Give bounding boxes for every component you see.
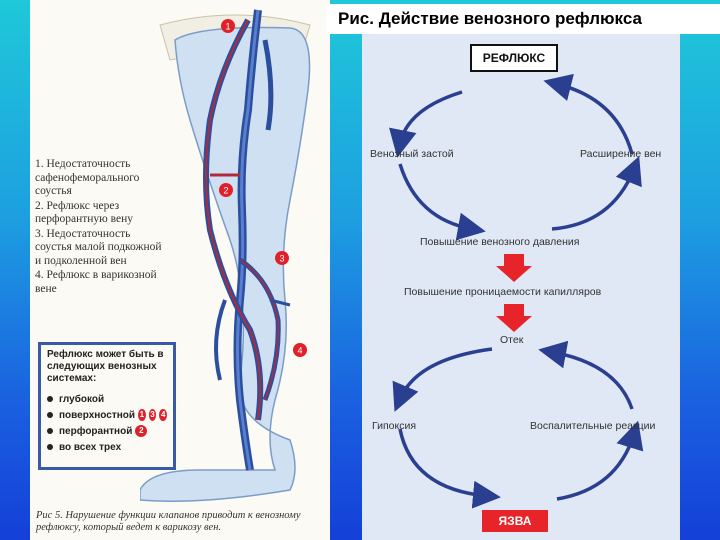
marker-3: 3 [148,409,157,421]
reflux-item-all: во всех трех [47,439,167,455]
cycle-diagram [389,73,644,509]
label-venous-stasis: Венозный застой [370,148,454,160]
leg-illustration: 1 2 3 4 [140,9,311,502]
legend-item-3: 3. Недостаточность соустья малой подкожн… [35,227,162,267]
bullet-icon [47,444,53,450]
figure-caption: Рис 5. Нарушение функции клапанов привод… [36,510,301,533]
leg-marker-3: 3 [275,251,289,265]
cycle-arrow-top-left [389,90,463,158]
leg-marker-1: 1 [221,19,235,33]
bullet-icon [47,396,53,402]
leg-marker-2: 2 [219,183,233,197]
lower-arrow-top-left [392,347,493,412]
label-vein-dilation: Расширение вен [580,148,662,160]
lower-arrow-top-right [538,340,634,410]
svg-text:2: 2 [223,186,228,196]
label-permeability: Повышение проницаемости капилляров [404,286,602,298]
leg-marker-4: 4 [293,343,307,357]
reflux-item-deep: глубокой [47,391,167,407]
bullet-icon [47,412,53,418]
lower-arrow-bottom-right [556,420,644,501]
reflux-item-superficial: поверхностной 1 3 4 [47,407,168,423]
cycle-arrow-bottom-right [551,156,642,231]
legend-item-4: 4. Рефлюкс в варикозной вене [35,269,157,295]
label-edema: Отек [500,334,524,346]
legend-item-2: 2. Рефлюкс через перфорантную вену [35,199,133,226]
slide-title: Рис. Действие венозного рефлюкса [326,4,720,34]
svg-text:4: 4 [297,346,302,356]
cycle-arrow-top-right [543,73,634,155]
down-arrow-2 [496,304,532,332]
reflux-box-header: Рефлюкс может быть в следующих венозных … [47,349,164,384]
label-pressure-rise: Повышение венозного давления [420,236,580,248]
reflux-box: РЕФЛЮКС [470,44,558,72]
legend-list: 1. Недостаточность сафенофеморального со… [35,158,165,297]
svg-text:1: 1 [225,22,230,32]
ulcer-box: ЯЗВА [482,510,548,532]
bullet-icon [47,428,53,434]
legend-item-1: 1. Недостаточность сафенофеморального со… [35,158,140,197]
lower-arrow-bottom-left [398,428,501,509]
down-arrow-1 [496,254,532,282]
label-hypoxia: Гипоксия [372,420,416,432]
marker-2: 2 [135,425,148,437]
marker-1: 1 [138,409,146,421]
cycle-arrow-bottom-left [398,163,486,241]
reflux-item-perforant: перфорантной 2 [47,423,167,439]
reflux-systems-box: Рефлюкс может быть в следующих венозных … [38,342,176,470]
marker-4: 4 [159,409,168,421]
svg-text:3: 3 [279,254,284,264]
label-inflammation: Воспалительные реакции [530,420,656,432]
